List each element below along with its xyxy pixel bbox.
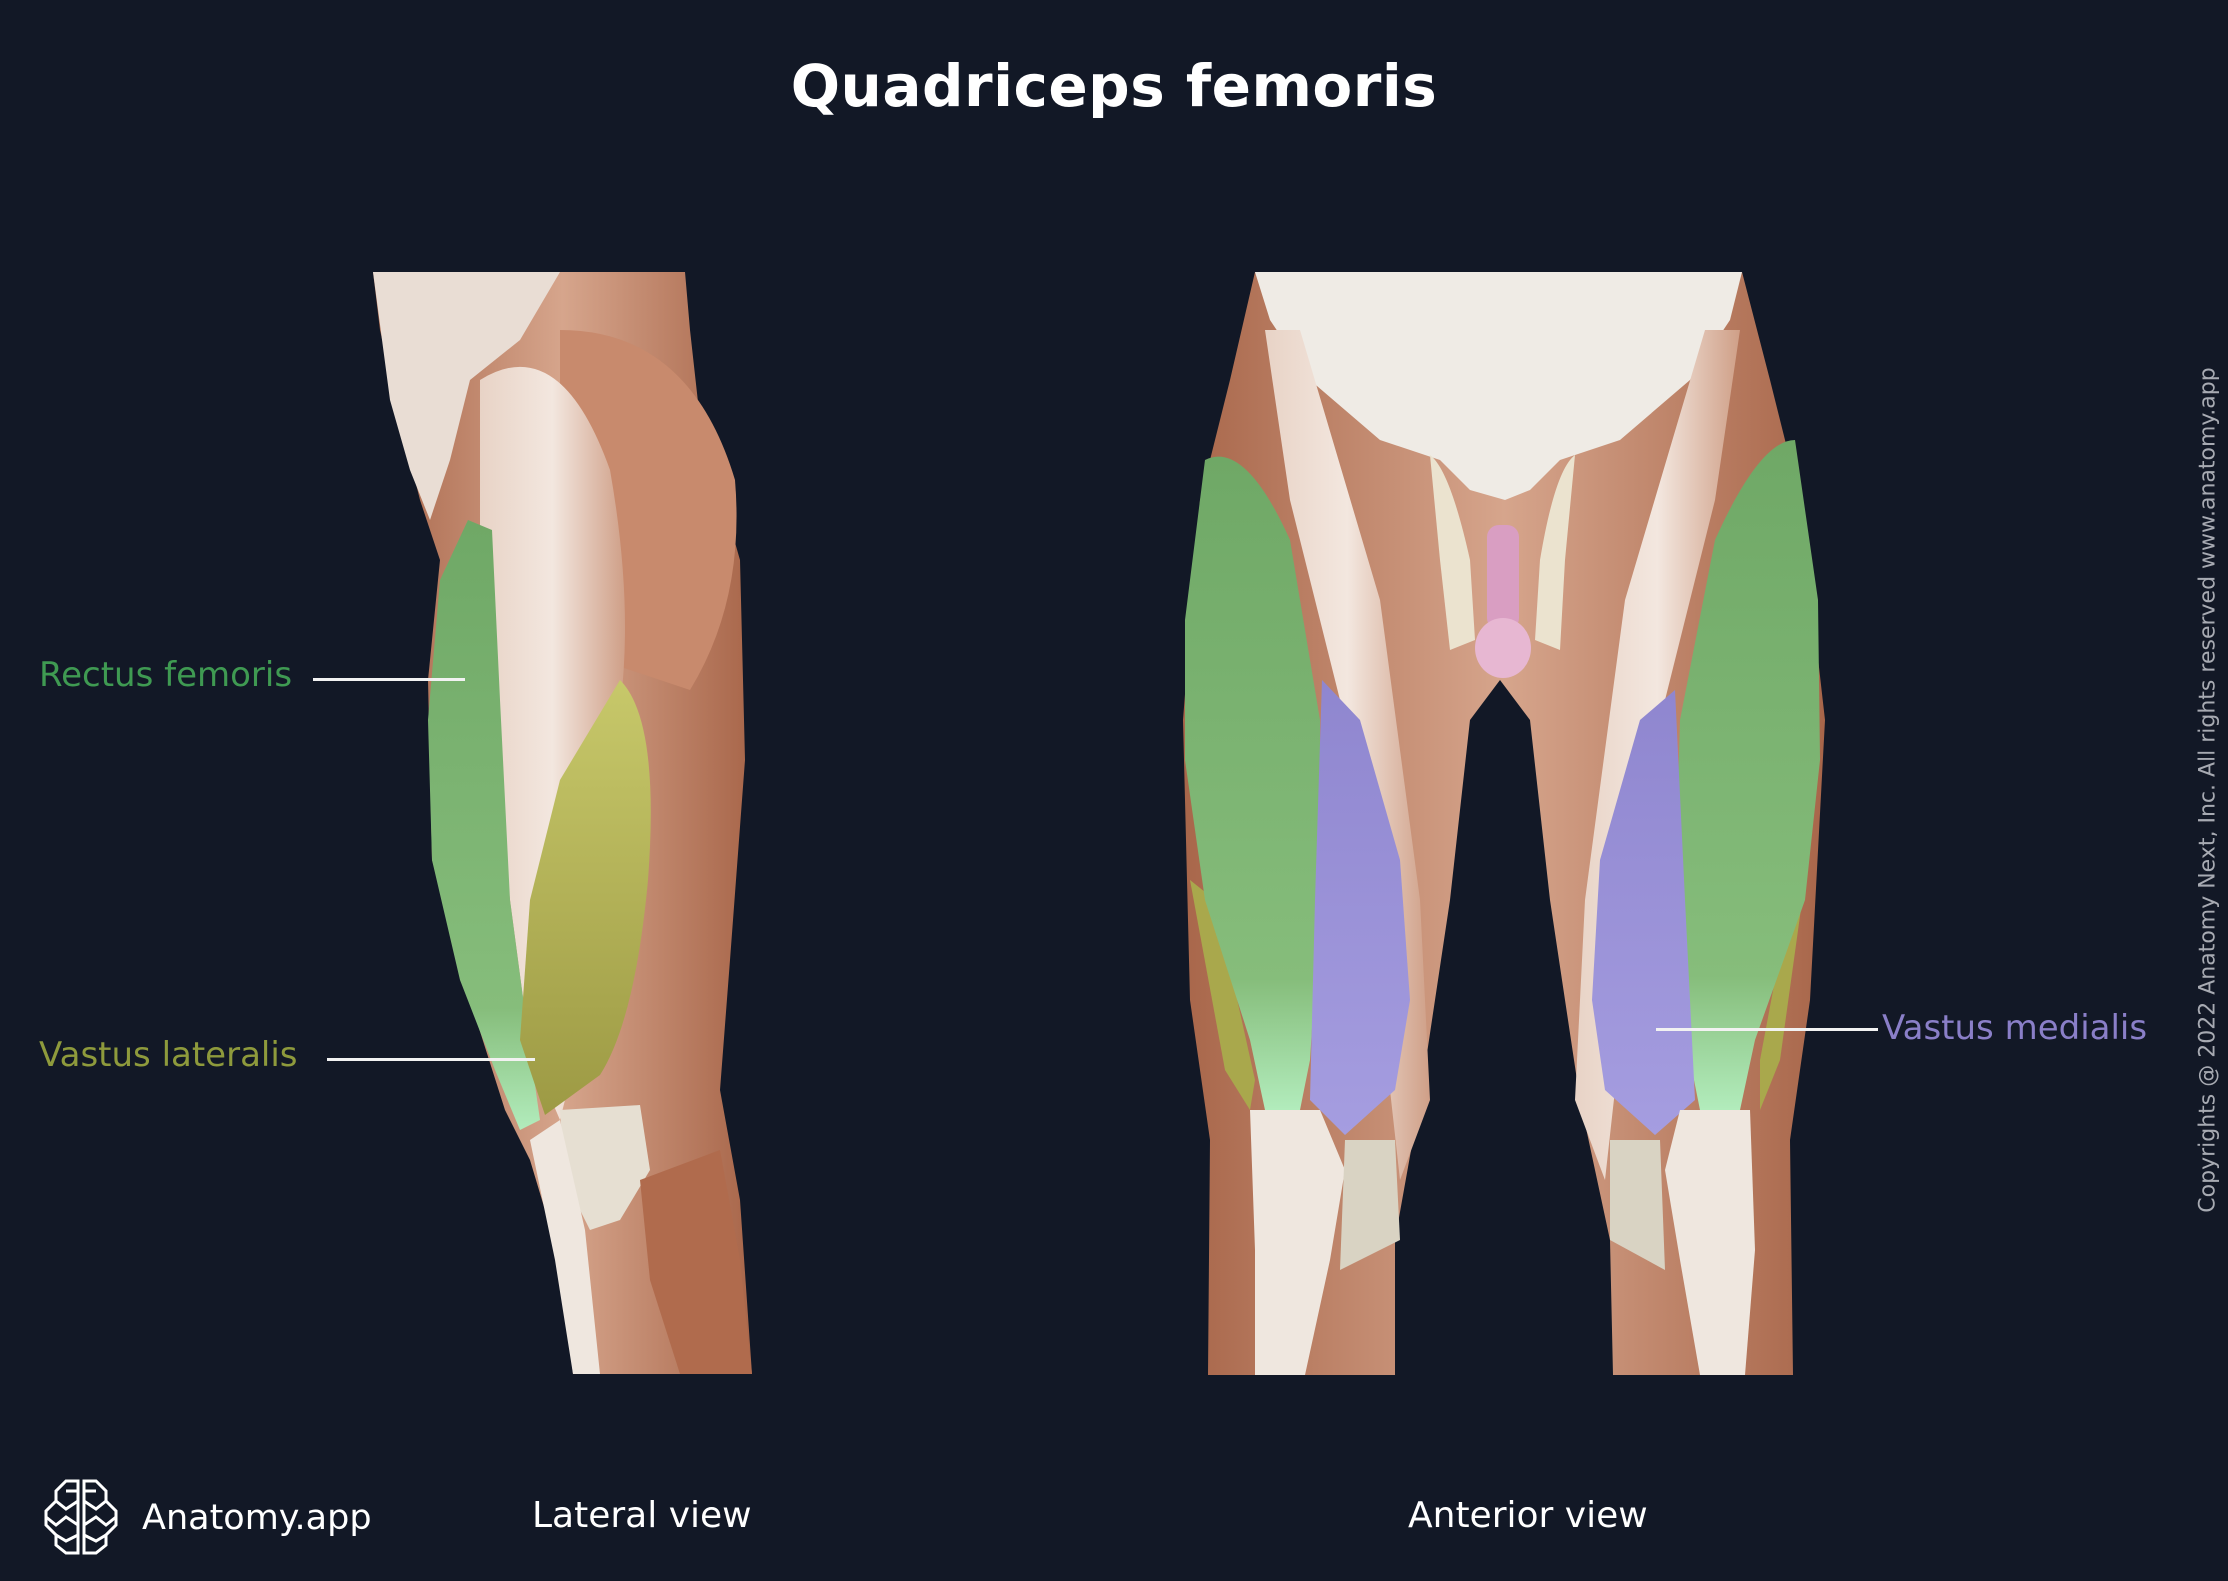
lateral-view-illustration xyxy=(373,272,752,1374)
label-vastus-lateralis: Vastus lateralis xyxy=(39,1035,298,1075)
anterior-view-illustration xyxy=(1183,272,1825,1375)
caption-anterior-view: Anterior view xyxy=(1408,1495,1648,1536)
leader-line-rectus-femoris xyxy=(313,678,465,681)
vastus-lateralis-lateral xyxy=(520,680,651,1115)
brand: Anatomy.app xyxy=(40,1477,372,1559)
label-rectus-femoris: Rectus femoris xyxy=(39,655,293,695)
brand-name: Anatomy.app xyxy=(142,1498,372,1538)
rectus-femoris-anterior-left xyxy=(1185,456,1320,1111)
caption-lateral-view: Lateral view xyxy=(532,1495,752,1536)
copyright-notice: Copyrights @ 2022 Anatomy Next, Inc. All… xyxy=(2195,367,2221,1213)
rectus-femoris-anterior-right xyxy=(1675,440,1820,1110)
brain-icon xyxy=(40,1477,122,1559)
leader-line-vastus-lateralis xyxy=(327,1058,535,1061)
rectus-femoris-lateral xyxy=(428,520,540,1130)
label-vastus-medialis: Vastus medialis xyxy=(1882,1008,2148,1048)
vastus-medialis-anterior-right xyxy=(1592,690,1695,1135)
vastus-medialis-anterior-left xyxy=(1310,680,1410,1135)
page-title: Quadriceps femoris xyxy=(790,52,1438,120)
leader-line-vastus-medialis xyxy=(1656,1028,1878,1031)
